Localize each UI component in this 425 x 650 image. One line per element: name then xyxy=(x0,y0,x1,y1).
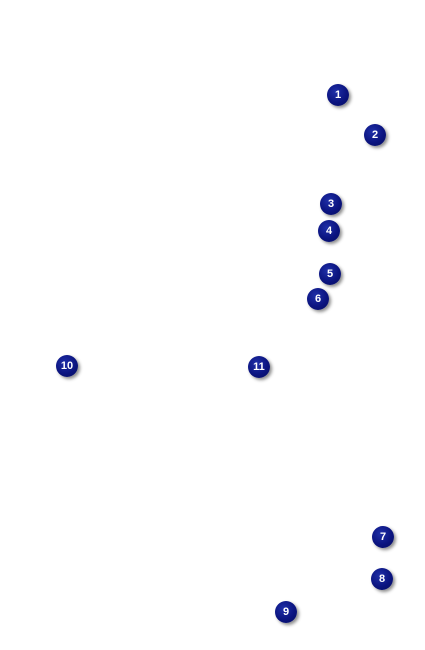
numbered-marker-6[interactable]: 6 xyxy=(307,288,329,310)
numbered-marker-5[interactable]: 5 xyxy=(319,263,341,285)
numbered-marker-1[interactable]: 1 xyxy=(327,84,349,106)
numbered-marker-2[interactable]: 2 xyxy=(364,124,386,146)
numbered-marker-9[interactable]: 9 xyxy=(275,601,297,623)
numbered-marker-10[interactable]: 10 xyxy=(56,355,78,377)
numbered-marker-8[interactable]: 8 xyxy=(371,568,393,590)
numbered-marker-3[interactable]: 3 xyxy=(320,193,342,215)
numbered-marker-4[interactable]: 4 xyxy=(318,220,340,242)
numbered-marker-11[interactable]: 11 xyxy=(248,356,270,378)
numbered-marker-7[interactable]: 7 xyxy=(372,526,394,548)
